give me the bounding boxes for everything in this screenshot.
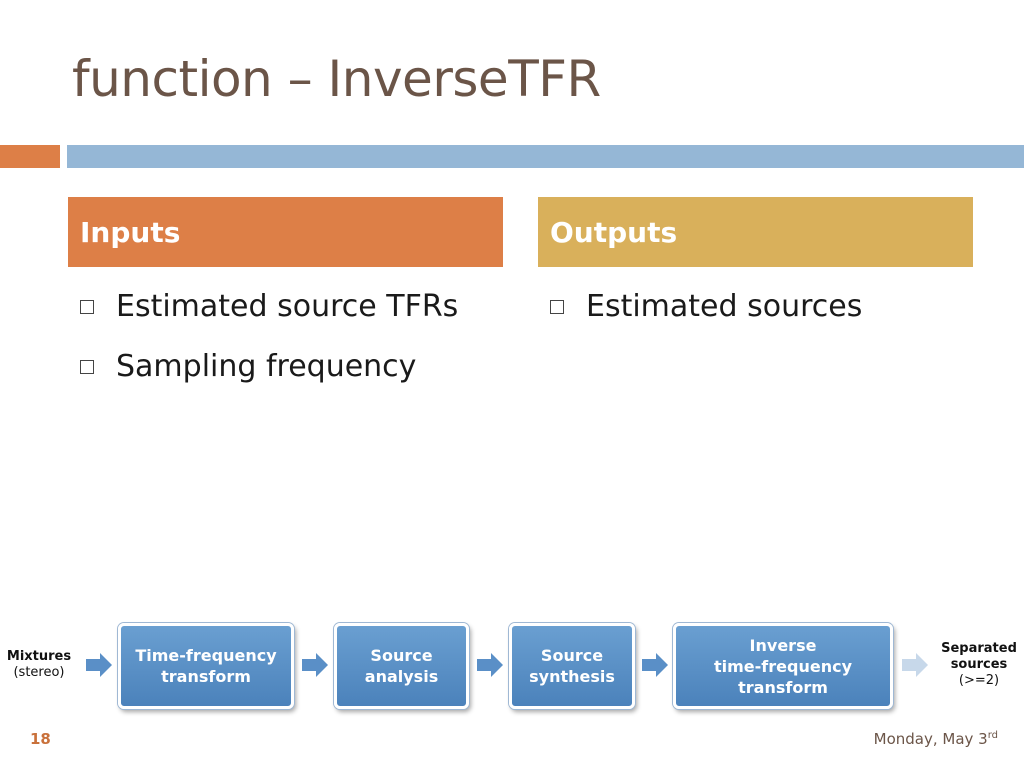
list-item: Estimated source TFRs — [80, 285, 458, 327]
flow-node-inverse-time-frequency-transform: Inverse time-frequency transform — [673, 623, 893, 709]
list-item-text: Sampling frequency — [116, 348, 417, 384]
flow-node-label: Source — [370, 646, 433, 665]
footer-date-suffix: rd — [987, 730, 998, 741]
inputs-list: Estimated source TFRs Sampling frequency — [80, 285, 458, 405]
outputs-heading: Outputs — [538, 197, 973, 267]
footer-date-text: Monday, May 3 — [873, 730, 988, 748]
flow-node-source-synthesis: Source synthesis — [509, 623, 635, 709]
square-bullet-icon — [80, 300, 94, 314]
square-bullet-icon — [80, 360, 94, 374]
list-item: Estimated sources — [550, 285, 862, 327]
list-item-text: Estimated sources — [586, 288, 863, 324]
mixtures-label: Mixtures — [6, 649, 72, 664]
flow-node-source-analysis: Source analysis — [334, 623, 469, 709]
slide-title: function – InverseTFR — [72, 50, 601, 108]
flow-arrow-icon — [642, 653, 668, 677]
title-accent-bar-orange — [0, 145, 60, 168]
separated-label: Separated — [941, 641, 1017, 656]
count-label: (>=2) — [958, 673, 1000, 688]
outputs-list: Estimated sources — [550, 285, 862, 345]
flow-node-time-frequency-transform: Time-frequency transform — [118, 623, 294, 709]
flow-node-label: analysis — [364, 667, 439, 686]
flow-node-label: synthesis — [529, 667, 615, 686]
flow-start-label: Mixtures (stereo) — [4, 649, 74, 681]
flow-node-label: Time-frequency — [135, 646, 277, 665]
flow-arrow-icon — [86, 653, 112, 677]
inputs-heading: Inputs — [68, 197, 503, 267]
list-item: Sampling frequency — [80, 345, 458, 387]
slide-number: 18 — [30, 730, 51, 748]
flow-arrow-icon — [302, 653, 328, 677]
flow-node-label: Inverse — [749, 635, 817, 655]
flow-arrow-icon — [902, 653, 928, 677]
stereo-label: (stereo) — [13, 665, 65, 680]
flow-end-label: Separated sources (>=2) — [938, 641, 1020, 689]
flow-node-label: transform — [161, 667, 251, 686]
flow-node-label: transform — [738, 677, 828, 697]
title-accent-bar-blue — [67, 145, 1024, 168]
flow-arrow-icon — [477, 653, 503, 677]
footer-date: Monday, May 3rd — [874, 730, 998, 748]
sources-label: sources — [950, 657, 1008, 672]
list-item-text: Estimated source TFRs — [116, 288, 459, 324]
square-bullet-icon — [550, 300, 564, 314]
flow-node-label: Source — [540, 646, 604, 665]
flow-node-label: time-frequency — [714, 656, 852, 676]
